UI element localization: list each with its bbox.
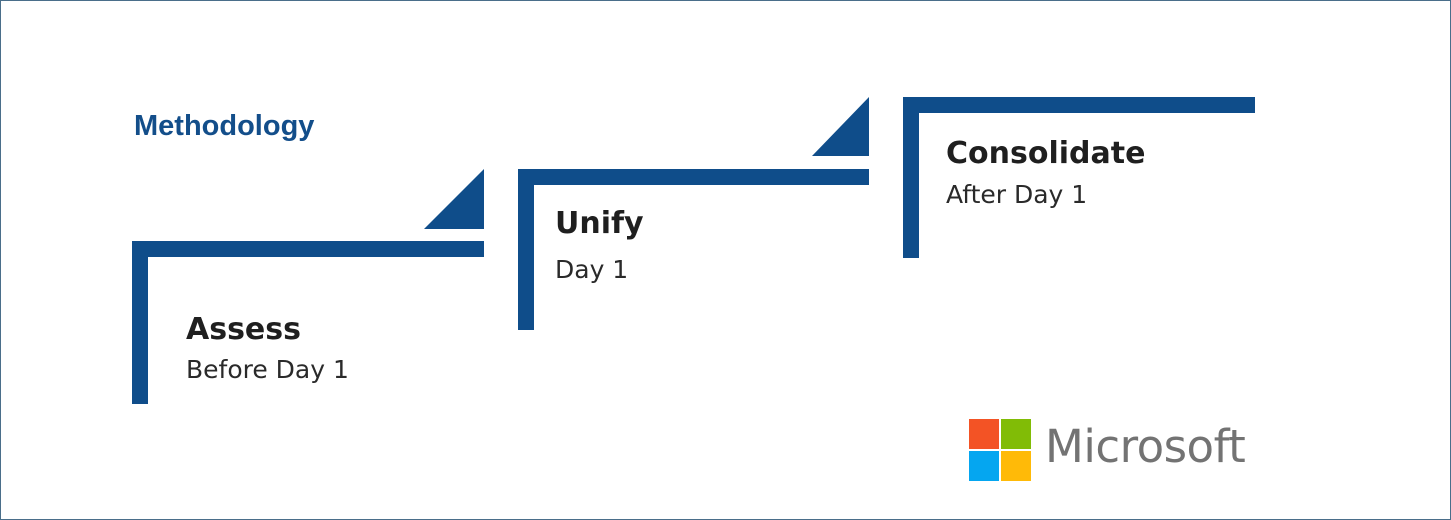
step-assess-timing: Before Day 1 xyxy=(186,355,349,384)
logo-square-green xyxy=(1001,419,1031,449)
step-unify-arrow-triangle xyxy=(812,97,869,156)
step-unify-timing: Day 1 xyxy=(555,255,629,284)
step-assess-arrow-triangle xyxy=(424,169,484,229)
step-consolidate-vertical-bar xyxy=(903,97,919,258)
logo-square-red xyxy=(969,419,999,449)
step-unify-horizontal-bar xyxy=(518,169,869,185)
step-consolidate-horizontal-bar xyxy=(903,97,1255,113)
step-unify-vertical-bar xyxy=(518,169,534,330)
logo-square-blue xyxy=(969,451,999,481)
diagram-title: Methodology xyxy=(134,110,315,142)
step-assess-name: Assess xyxy=(186,312,301,347)
step-assess-vertical-bar xyxy=(132,241,148,404)
step-consolidate-timing: After Day 1 xyxy=(946,180,1088,209)
step-assess-horizontal-bar xyxy=(132,241,484,257)
logo-square-yellow xyxy=(1001,451,1031,481)
step-unify-name: Unify xyxy=(555,206,644,241)
step-consolidate-name: Consolidate xyxy=(946,136,1146,171)
microsoft-wordmark: Microsoft xyxy=(1045,420,1246,473)
microsoft-logo-icon xyxy=(969,419,1031,481)
